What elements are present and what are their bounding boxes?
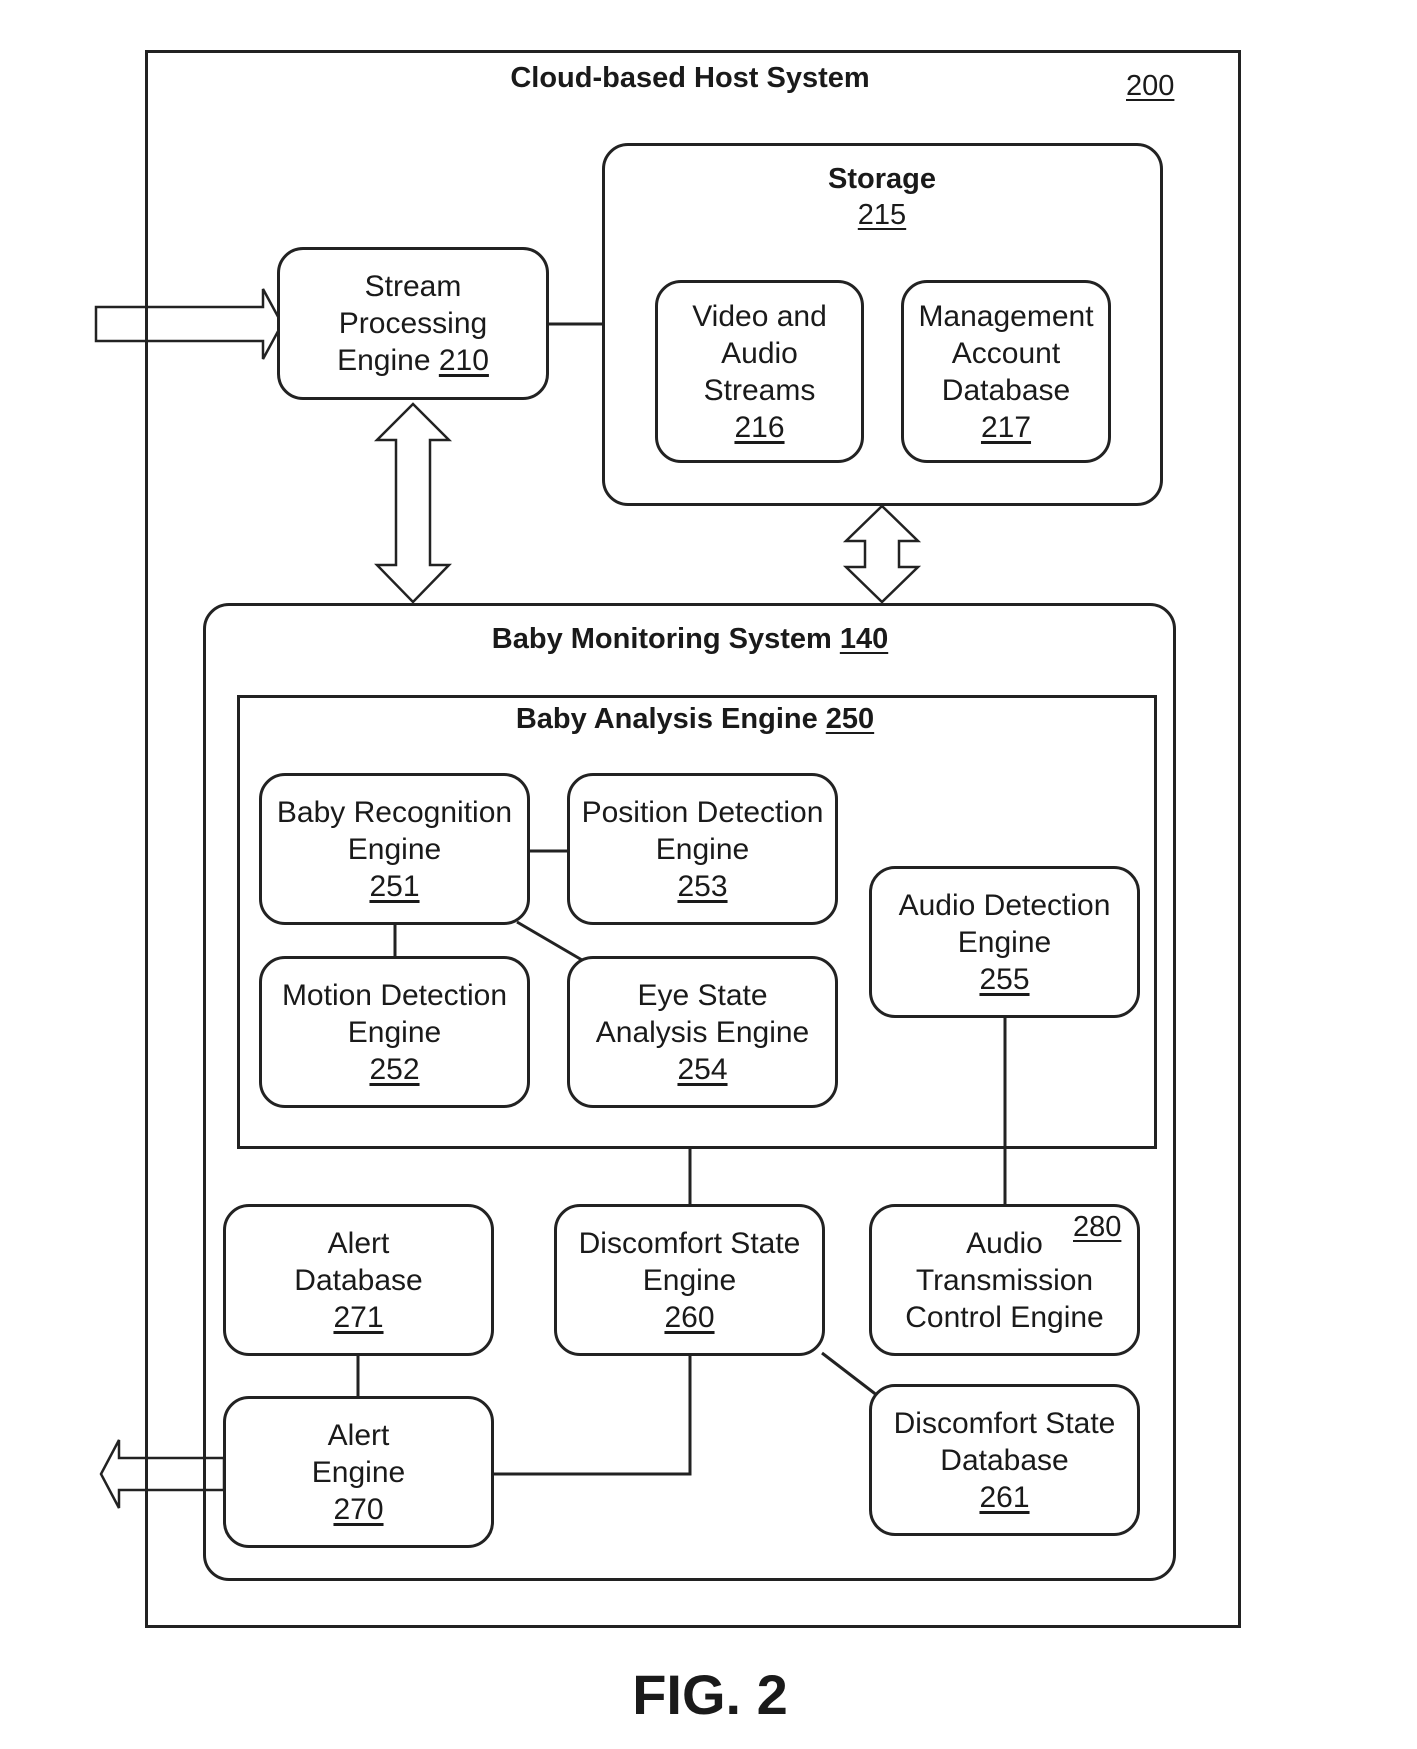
- ref-250: 250: [825, 703, 875, 735]
- alert-engine-box: Alert Engine 270: [223, 1396, 494, 1548]
- ref-252: 252: [369, 1052, 420, 1086]
- cloud-host-system-frame: [145, 50, 1241, 1628]
- ref-255: 255: [979, 962, 1030, 996]
- bidirectional-arrow-storage-bms: [842, 504, 922, 604]
- figure-label: FIG. 2: [632, 1663, 788, 1726]
- ref-251: 251: [369, 869, 420, 903]
- baby-analysis-engine-container: [237, 695, 1157, 1149]
- ref-217: 217: [980, 410, 1032, 444]
- bidirectional-arrow-stream-bms: [373, 402, 453, 604]
- ref-253: 253: [677, 869, 728, 903]
- ref-271: 271: [333, 1300, 384, 1334]
- output-arrow: [99, 1439, 226, 1509]
- line-251-254: [516, 920, 583, 962]
- host-ref-200: 200: [1126, 70, 1175, 102]
- storage-title: Storage: [828, 163, 936, 195]
- baby-recognition-engine-box: Baby Recognition Engine 251: [259, 773, 530, 925]
- baby-monitoring-system-container: [203, 603, 1176, 1581]
- alert-database-box: Alert Database 271: [223, 1204, 494, 1356]
- ref-140: 140: [839, 623, 889, 655]
- baby-analysis-engine-title: Baby Analysis Engine 250: [515, 703, 875, 735]
- storage-container: [602, 143, 1163, 506]
- ref-260: 260: [664, 1300, 715, 1334]
- ref-254: 254: [677, 1052, 728, 1086]
- eye-state-analysis-engine-box: Eye State Analysis Engine 254: [567, 956, 838, 1108]
- baby-monitoring-system-title: Baby Monitoring System 140: [491, 623, 889, 655]
- line-260-261: [821, 1351, 879, 1398]
- management-account-database-box: Management Account Database 217: [901, 280, 1111, 463]
- ref-210: 210: [438, 344, 489, 377]
- discomfort-state-database-box: Discomfort State Database 261: [869, 1384, 1140, 1536]
- line-260-270: [492, 1355, 692, 1476]
- position-detection-engine-box: Position Detection Engine 253: [567, 773, 838, 925]
- input-arrow: [94, 288, 284, 360]
- audio-detection-engine-box: Audio Detection Engine 255: [869, 866, 1140, 1018]
- ref-270: 270: [333, 1492, 384, 1526]
- storage-ref-215: 215: [857, 199, 907, 231]
- stream-processing-engine-box: Stream Processing Engine 210: [277, 247, 549, 400]
- ref-216: 216: [734, 410, 785, 444]
- ref-280: 280: [1073, 1211, 1122, 1244]
- cloud-host-system-title: Cloud-based Host System: [510, 62, 870, 94]
- motion-detection-engine-box: Motion Detection Engine 252: [259, 956, 530, 1108]
- ref-261: 261: [979, 1480, 1030, 1514]
- discomfort-state-engine-box: Discomfort State Engine 260: [554, 1204, 825, 1356]
- video-audio-streams-box: Video and Audio Streams 216: [655, 280, 864, 463]
